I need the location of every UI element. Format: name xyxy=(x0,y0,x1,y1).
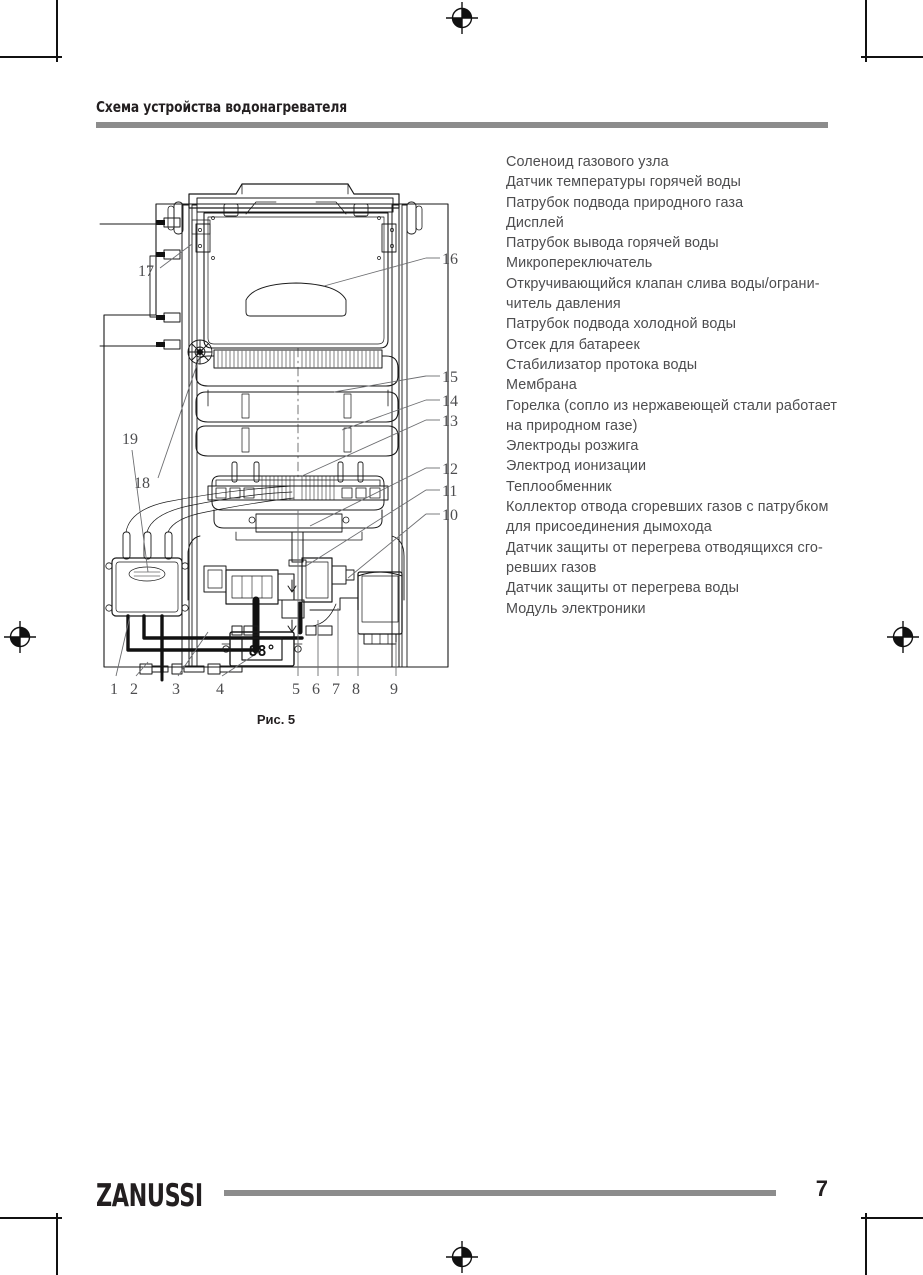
legend-item: Электроды розжига xyxy=(506,438,639,455)
legend-item: Отсек для батареек xyxy=(506,336,640,353)
legend-item: Датчик защиты от перегрева воды xyxy=(506,580,740,597)
page-title: Схема устройства водонагревателя xyxy=(96,98,348,116)
callout-6: 6 xyxy=(312,681,320,698)
legend-item-line: Горелка (сопло из нержавеющей стали рабо… xyxy=(506,397,838,414)
legend-item: Откручивающийся клапан слива воды/ограни… xyxy=(506,274,840,315)
crop-mark-bottom-left-vertical xyxy=(56,1213,58,1275)
legend-item: Патрубок подвода холодной воды xyxy=(506,316,737,333)
legend-item-line: Коллектор отвода сгоревших газов с патру… xyxy=(506,499,829,516)
legend-item: Коллектор отвода сгоревших газов с патру… xyxy=(506,497,840,538)
legend-item: Стабилизатор протока воды xyxy=(506,356,698,373)
legend-item: Соленоид газового узла xyxy=(506,154,669,170)
page-number: 7 xyxy=(815,1176,828,1201)
crop-mark-top-left-horizontal xyxy=(0,56,62,58)
legend-item-line: ревших газов xyxy=(506,559,597,576)
water-heater-diagram: 16 15 14 13 12 11 10 17 18 19 1 2 3 4 5 … xyxy=(96,180,496,740)
callout-11: 11 xyxy=(442,483,457,500)
legend-item: Электрод ионизации xyxy=(506,458,647,475)
legend-item-line: Откручивающийся клапан слива воды/ограни… xyxy=(506,275,820,292)
callout-18: 18 xyxy=(134,475,150,492)
callout-16: 16 xyxy=(442,251,458,268)
legend-item-line: читель давления xyxy=(506,296,621,313)
callout-19: 19 xyxy=(122,431,138,448)
callout-10: 10 xyxy=(442,507,458,524)
callout-14: 14 xyxy=(442,393,458,410)
callout-13: 13 xyxy=(442,413,458,430)
callout-1: 1 xyxy=(110,681,118,698)
footer-rule xyxy=(224,1190,776,1196)
legend-item: Горелка (сопло из нержавеющей стали рабо… xyxy=(506,396,840,437)
registration-mark-bottom xyxy=(446,1241,478,1273)
callout-8: 8 xyxy=(352,681,360,698)
callout-7: 7 xyxy=(332,681,340,698)
crop-mark-top-left-vertical xyxy=(56,0,58,62)
page-footer: ZANUSSI 7 xyxy=(96,1176,828,1216)
callout-2: 2 xyxy=(130,681,138,698)
legend-item: Микропереключатель xyxy=(506,255,653,272)
callout-15: 15 xyxy=(442,369,458,386)
legend-item: Датчик температуры горячей воды xyxy=(506,174,741,191)
legend-item-line: на природном газе) xyxy=(506,417,638,434)
legend-item: Теплообменник xyxy=(506,478,612,495)
callout-17: 17 xyxy=(138,263,154,280)
legend-item: Мембрана xyxy=(506,377,577,394)
legend-item: Патрубок подвода природного газа xyxy=(506,194,744,211)
legend-item: Датчик защиты от перегрева отводящихся с… xyxy=(506,538,840,579)
crop-mark-bottom-right-vertical xyxy=(865,1213,867,1275)
header-rule xyxy=(96,122,828,128)
callout-12: 12 xyxy=(442,461,458,478)
callout-4: 4 xyxy=(216,681,224,698)
crop-mark-bottom-left-horizontal xyxy=(0,1217,62,1219)
legend-item-line: для присоединения дымохода xyxy=(506,519,712,536)
display-readout: 88° xyxy=(248,642,275,660)
registration-mark-top xyxy=(446,2,478,34)
legend-item: Патрубок вывода горячей воды xyxy=(506,235,719,252)
crop-mark-bottom-right-horizontal xyxy=(861,1217,923,1219)
parts-legend-list: Соленоид газового узла Датчик температур… xyxy=(506,152,840,619)
callout-5: 5 xyxy=(292,681,300,698)
legend-item: Дисплей xyxy=(506,214,564,231)
callout-3: 3 xyxy=(172,681,180,698)
crop-mark-top-right-horizontal xyxy=(861,56,923,58)
page-header: Схема устройства водонагревателя xyxy=(96,98,828,128)
crop-mark-top-right-vertical xyxy=(865,0,867,62)
registration-mark-left xyxy=(4,621,36,653)
callout-9: 9 xyxy=(390,681,398,698)
figure-caption: Рис. 5 xyxy=(256,712,296,727)
legend-item-line: Датчик защиты от перегрева отводящихся с… xyxy=(506,539,823,556)
legend-item: Модуль электроники xyxy=(506,600,646,617)
zanussi-logo: ZANUSSI xyxy=(96,1178,203,1214)
registration-mark-right xyxy=(887,621,919,653)
